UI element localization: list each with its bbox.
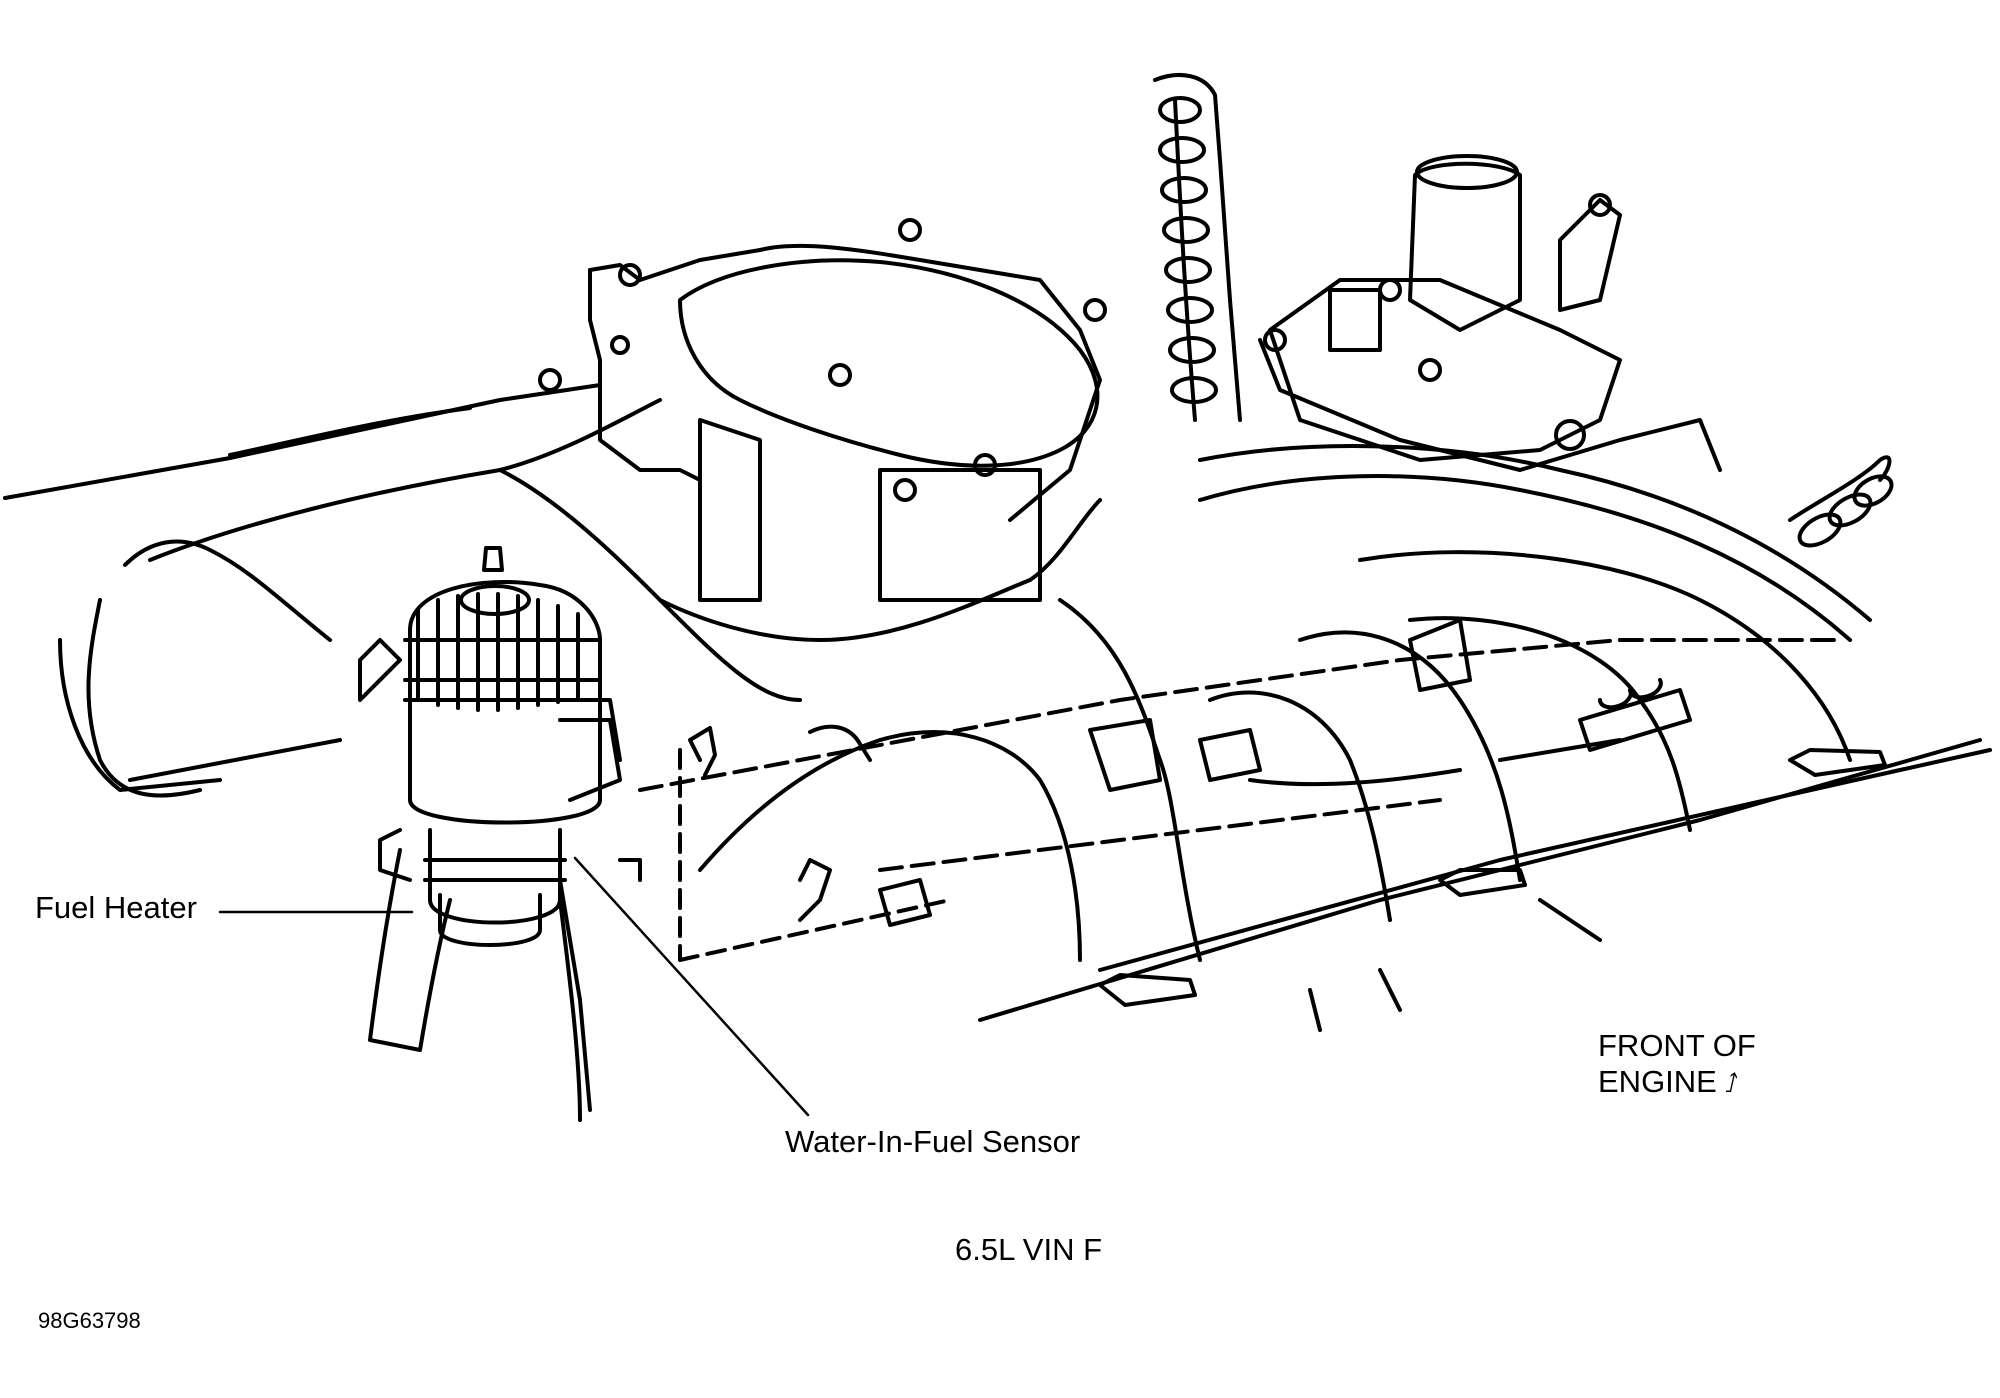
intake-manifold <box>3 383 1992 1022</box>
front-of-engine-text: FRONT OF ENGINE <box>1598 1028 1756 1099</box>
fuel-filter-assembly <box>358 546 642 1122</box>
corrugated-hose-right <box>1788 455 1894 548</box>
fuel-line-routing <box>638 618 1842 962</box>
arrow-icon: ⭜ <box>1724 1067 1739 1098</box>
engine-id-caption: 6.5L VIN F <box>955 1232 1103 1267</box>
figure-id: 98G63798 <box>38 1308 141 1333</box>
wif-sensor-leader <box>573 856 810 1117</box>
fuel-heater-label: Fuel Heater <box>35 890 197 925</box>
throttle-body-adapter <box>538 218 1107 602</box>
water-in-fuel-sensor-label: Water-In-Fuel Sensor <box>785 1124 1081 1159</box>
vacuum-pump-housing <box>1258 154 1722 472</box>
corrugated-hose-left <box>1153 73 1242 422</box>
injector-studs <box>1098 748 1887 1032</box>
front-of-engine-label: FRONT OF ENGINE⭜ <box>1598 1028 1756 1099</box>
